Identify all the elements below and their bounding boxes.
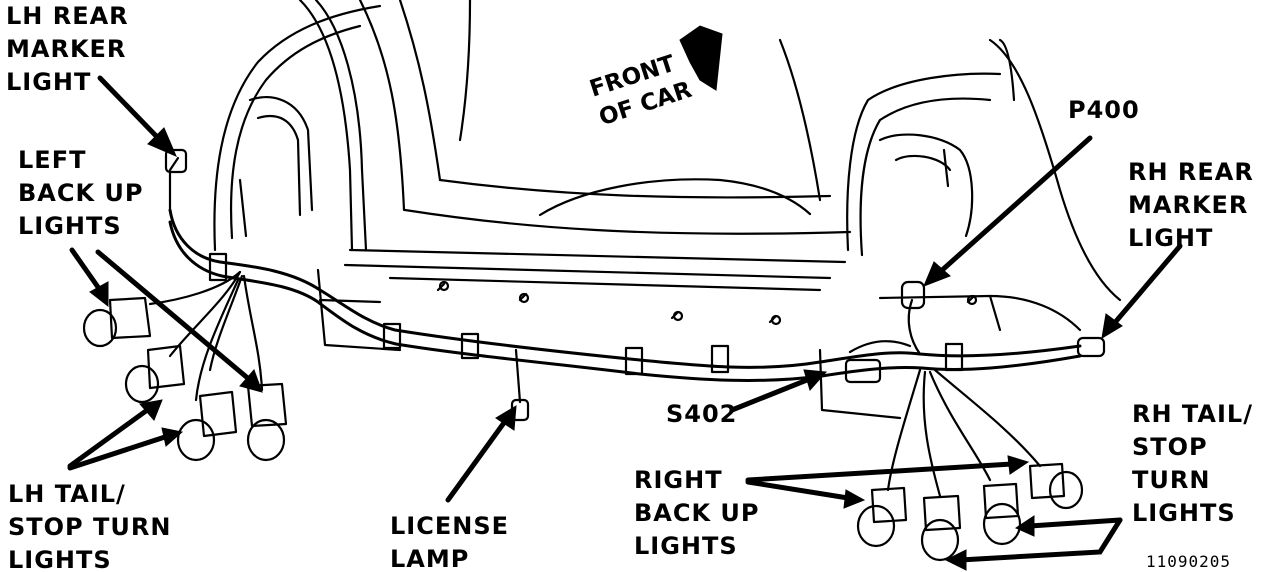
wiring-harness [164,148,1106,422]
label-left-back-up-lights: LEFT BACK UP LIGHTS [18,146,144,240]
figure-code: 11090205 [1146,552,1232,571]
lh-sockets [82,270,288,462]
car-body-outline [213,0,1122,420]
label-rh-rear-marker-light: RH REAR MARKER LIGHT [1128,158,1254,252]
label-right-back-up-lights: RIGHT BACK UP LIGHTS [634,466,760,560]
front-direction-marker [679,25,723,91]
label-lh-rear-marker-light: LH REAR MARKER LIGHT [6,2,129,96]
pointer-arrows [67,25,1183,571]
label-lh-tail-stop-turn-lights: LH TAIL/ STOP TURN LIGHTS [8,480,172,572]
label-rh-tail-stop-turn-lights: RH TAIL/ STOP TURN LIGHTS [1132,400,1253,527]
rh-sockets [856,368,1084,562]
label-license-lamp: LICENSE LAMP [390,512,509,572]
label-s402: S402 [666,400,738,428]
label-p400: P400 [1068,96,1140,124]
